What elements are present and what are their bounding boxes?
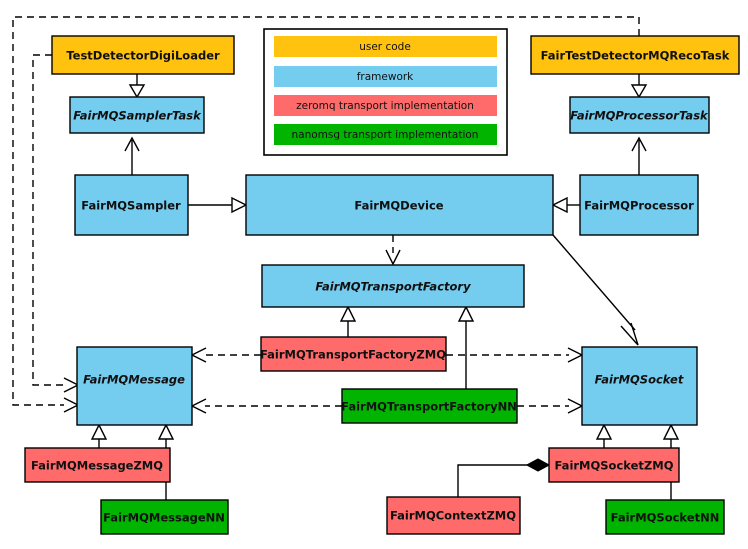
node-FairMQSamplerTask[interactable]: FairMQSamplerTask	[69, 96, 205, 134]
edge-factorynn-to-socket	[517, 398, 584, 414]
node-FairMQSocket[interactable]: FairMQSocket	[581, 346, 698, 426]
edge-layer	[12, 16, 680, 500]
node-label: FairMQDevice	[354, 199, 443, 213]
node-FairMQSampler[interactable]: FairMQSampler	[74, 174, 189, 236]
node-label: FairMQContextZMQ	[390, 509, 516, 523]
node-FairMQMessage[interactable]: FairMQMessage	[76, 346, 193, 426]
node-FairMQMessageNN[interactable]: FairMQMessageNN	[100, 499, 229, 535]
edge-sampler-to-samplertask	[124, 136, 140, 175]
node-label: FairMQSocket	[595, 373, 684, 387]
legend-item-zeromq: zeromq transport implementation	[274, 95, 497, 116]
node-box[interactable]	[530, 35, 740, 75]
legend-label-user-code: user code	[359, 41, 411, 53]
legend-swatch-nanomsg	[274, 124, 497, 145]
edge-factorynn-to-message	[190, 398, 342, 414]
legend-swatch-zeromq	[274, 95, 497, 116]
node-label: FairTestDetectorMQRecoTask	[541, 49, 730, 63]
legend-label-nanomsg: nanomsg transport implementation	[292, 129, 479, 141]
node-FairMQTransportFactoryNN[interactable]: FairMQTransportFactoryNN	[341, 388, 518, 424]
edge-digiloader-to-samplertask	[128, 74, 146, 99]
node-label: FairMQMessageZMQ	[31, 459, 163, 473]
node-FairMQProcessor[interactable]: FairMQProcessor	[579, 174, 699, 236]
node-box[interactable]	[51, 35, 235, 75]
node-box[interactable]	[100, 499, 229, 535]
node-box[interactable]	[74, 174, 189, 236]
node-label: FairMQProcessorTask	[570, 109, 709, 123]
edge-socketzmq-composition-contextzmq	[457, 458, 551, 497]
edge-factoryzmq-to-factory	[339, 305, 357, 337]
edge-messagezmq-to-message	[90, 423, 108, 448]
node-FairMQSocketNN[interactable]: FairMQSocketNN	[605, 499, 725, 535]
node-box[interactable]	[76, 346, 193, 426]
edge-factoryzmq-to-message	[190, 347, 261, 363]
node-FairMQTransportFactory[interactable]: FairMQTransportFactory	[261, 264, 525, 308]
node-FairMQDevice[interactable]: FairMQDevice	[245, 174, 554, 236]
edge-device-to-transportfactory	[385, 235, 401, 266]
node-label: FairMQMessage	[83, 373, 185, 387]
legend: user code framework zeromq transport imp…	[263, 28, 508, 156]
edge-recotask-to-processortask	[630, 74, 648, 99]
legend-item-nanomsg: nanomsg transport implementation	[274, 124, 497, 145]
edge-sampler-to-device	[188, 196, 248, 214]
node-label: FairMQSocketNN	[611, 511, 720, 525]
legend-item-framework: framework	[274, 66, 497, 87]
node-box[interactable]	[579, 174, 699, 236]
node-FairMQTransportFactoryZMQ[interactable]: FairMQTransportFactoryZMQ	[260, 336, 447, 372]
edge-socketzmq-to-socket	[595, 423, 613, 448]
node-box[interactable]	[261, 264, 525, 308]
legend-swatch-framework	[274, 66, 497, 87]
node-box[interactable]	[548, 447, 680, 483]
node-FairMQProcessorTask[interactable]: FairMQProcessorTask	[569, 96, 710, 134]
node-box[interactable]	[260, 336, 447, 372]
node-box[interactable]	[24, 447, 171, 483]
node-box[interactable]	[69, 96, 205, 134]
node-label: FairMQSampler	[81, 199, 181, 213]
node-label: FairMQMessageNN	[103, 511, 225, 525]
node-box[interactable]	[605, 499, 725, 535]
node-FairMQSocketZMQ[interactable]: FairMQSocketZMQ	[548, 447, 680, 483]
node-box[interactable]	[569, 96, 710, 134]
legend-item-user-code: user code	[274, 36, 497, 57]
node-label: FairMQTransportFactoryZMQ	[260, 348, 446, 362]
node-label: FairMQSocketZMQ	[555, 459, 674, 473]
node-FairMQContextZMQ[interactable]: FairMQContextZMQ	[386, 496, 521, 535]
edge-processor-to-processortask	[631, 136, 647, 175]
node-label: FairMQProcessor	[584, 199, 694, 213]
edge-processor-to-device	[551, 196, 580, 214]
node-box[interactable]	[581, 346, 698, 426]
edge-factorynn-to-factory	[457, 305, 475, 389]
legend-swatch-user-code	[274, 36, 497, 57]
node-TestDetectorDigiLoader[interactable]: TestDetectorDigiLoader	[51, 35, 235, 75]
node-FairMQMessageZMQ[interactable]: FairMQMessageZMQ	[24, 447, 171, 483]
edge-device-to-socket	[552, 234, 639, 346]
node-label: FairMQTransportFactoryNN	[341, 400, 517, 414]
node-label: TestDetectorDigiLoader	[66, 49, 220, 63]
node-box[interactable]	[386, 496, 521, 535]
node-FairTestDetectorMQRecoTask[interactable]: FairTestDetectorMQRecoTask	[530, 35, 740, 75]
node-label: FairMQTransportFactory	[315, 280, 471, 294]
legend-label-framework: framework	[357, 71, 414, 83]
node-layer: TestDetectorDigiLoader FairTestDetectorM…	[24, 35, 740, 535]
legend-label-zeromq: zeromq transport implementation	[296, 100, 474, 112]
node-box[interactable]	[245, 174, 554, 236]
node-box[interactable]	[341, 388, 518, 424]
node-label: FairMQSamplerTask	[73, 109, 202, 123]
